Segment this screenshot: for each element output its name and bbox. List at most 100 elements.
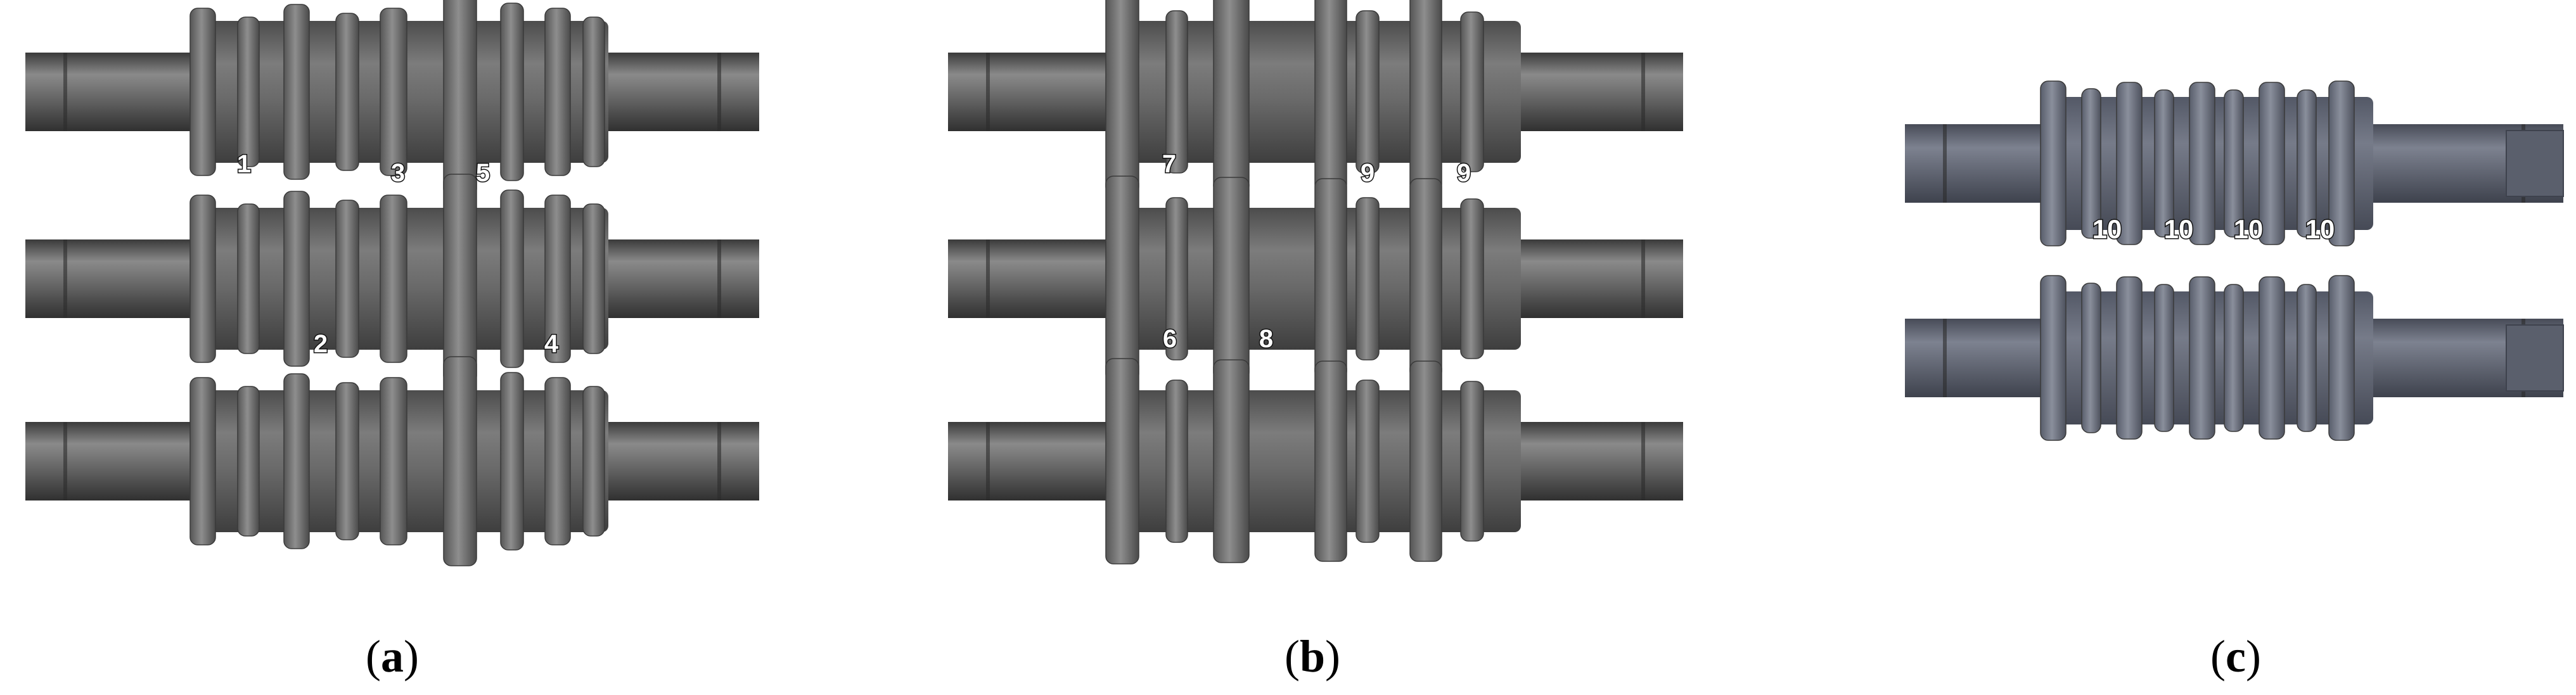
neck-groove [63,53,67,131]
roll-collar [1105,0,1139,195]
roll-collar [2040,80,2067,246]
roll-collar [2328,80,2355,246]
roll-collar [544,8,571,176]
roll-collar [2189,82,2215,245]
roll-collar [1213,359,1250,563]
roll-collar [2259,276,2285,440]
roll-collar [1355,197,1380,360]
roll-collar [582,16,605,167]
caption-b: (b) [1285,631,1340,682]
neck-groove [717,422,721,501]
roll-collar [1314,0,1347,193]
pass-label: 7 [1162,150,1176,178]
pass-label: 9 [1361,159,1375,187]
roll-end-square [2506,324,2564,392]
caption-c: (c) [2210,631,2261,682]
roll-collar [443,356,477,566]
neck-groove [1641,239,1645,318]
roll [1905,275,2563,441]
roll-collar [544,377,571,545]
roll-collar [1460,381,1484,542]
roll-collar [189,194,216,363]
pass-label: 10 [2164,214,2194,244]
roll-collar [1409,360,1442,562]
roll [1905,80,2563,246]
roll-collar [2154,89,2174,238]
roll-collar [237,386,260,537]
roll-collar [2081,283,2101,433]
roll-collar [500,189,524,368]
roll-end-square [2506,130,2564,197]
neck-groove [1641,422,1645,501]
roll-collar [2189,276,2215,440]
roll-collar [1460,11,1484,172]
roll-neck-left [948,53,1106,131]
roll [25,174,759,384]
roll-collar [1355,379,1380,543]
roll-neck-left [1905,319,2041,397]
roll-neck-right [608,53,759,131]
roll-collar [2116,82,2143,245]
roll-collar [335,13,359,171]
roll-collar [1105,358,1139,564]
pass-label: 1 [237,150,251,178]
pass-label: 9 [1457,159,1471,187]
roll-collar [1165,10,1188,174]
neck-groove [1943,319,1947,397]
roll-collar [335,382,359,540]
neck-groove [986,422,990,501]
roll-collar [1213,0,1250,194]
roll-collar [582,386,605,537]
roll-collar [1105,175,1139,382]
roll-collar [189,377,216,545]
pass-label: 10 [2092,214,2122,244]
roll-collar [2224,89,2244,238]
roll-collar [2081,88,2101,239]
neck-groove [63,422,67,501]
panel-c-two-roll-stand [1905,80,2564,441]
roll-collar [335,200,359,358]
roll [948,0,1683,195]
roll [948,175,1683,382]
roll-neck-left [25,53,190,131]
roll-collar [582,203,605,354]
pass-label: 6 [1163,325,1177,353]
roll-collar [1213,177,1250,381]
roll-collar [237,16,260,167]
roll-collar [380,8,407,176]
neck-groove [986,53,990,131]
roll [948,358,1683,564]
roll-collar [2116,276,2143,440]
roll-collar [1314,360,1347,562]
caption-a: (a) [366,631,419,682]
neck-groove [986,239,990,318]
roll [25,356,759,566]
roll-collar [500,372,524,551]
neck-groove [717,53,721,131]
pass-label: 4 [544,330,559,358]
pass-label: 5 [476,159,490,187]
roll-collar [2297,284,2317,432]
roll-neck-right [608,239,759,318]
roll-collar [1355,10,1380,174]
roll-neck-left [25,422,190,501]
roll-collar [2297,89,2317,238]
roll-neck-left [948,239,1106,318]
roll [25,0,759,197]
roll-collar [443,174,477,384]
roll-collar [1165,379,1188,543]
roll-collar [443,0,477,197]
roll-neck-left [1905,124,2041,203]
roll-neck-left [948,422,1106,501]
roll-collar [2154,284,2174,432]
roll-neck-left [25,239,190,318]
pass-label: 10 [2305,214,2335,244]
pass-label: 3 [391,159,405,187]
neck-groove [717,239,721,318]
roll-neck-right [1521,239,1683,318]
roll-collar [1314,178,1347,379]
roll-collar [500,3,524,181]
roll-collar [380,377,407,545]
neck-groove [1641,53,1645,131]
